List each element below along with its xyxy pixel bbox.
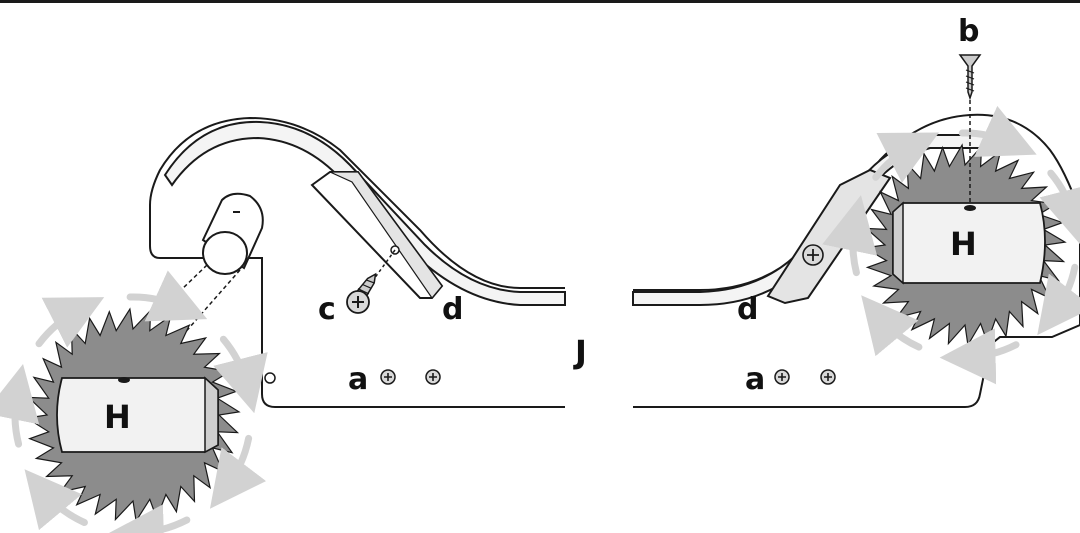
left-rotation-arrows — [0, 270, 268, 533]
rotation-arrow-icon — [958, 105, 1037, 157]
label-b: b — [958, 14, 979, 49]
label-c: c — [318, 292, 336, 327]
label-a-left: a — [348, 362, 368, 397]
left-strap — [163, 120, 566, 306]
left-hub-shade — [204, 376, 219, 454]
left-hub-hole — [118, 377, 130, 383]
right-hub-shade — [892, 201, 904, 285]
rotation-arrow-icon — [822, 195, 878, 277]
phillips-screw-head-icon — [802, 244, 824, 266]
rotation-arrow-icon — [861, 295, 923, 357]
right-hub-hole — [964, 205, 976, 211]
left-assembly-guide-2 — [181, 269, 241, 337]
label-d-left: d — [442, 292, 463, 327]
left-hub — [56, 377, 219, 453]
right-rotation-arrows — [822, 105, 1080, 385]
label-j: J — [573, 333, 587, 371]
rotation-arrow-icon — [939, 328, 1020, 385]
right-gear-assembly: H — [822, 105, 1080, 385]
left-gear-assembly: H — [0, 270, 268, 533]
left-cylinder-end — [202, 231, 248, 275]
label-h-left: H — [104, 398, 131, 436]
left-guide-plate-shade — [329, 171, 443, 299]
phillips-screw-head-icon — [820, 369, 836, 385]
rotation-arrow-icon — [24, 469, 88, 531]
phillips-screw-head-icon — [346, 290, 370, 314]
phillips-screw-head-icon — [425, 369, 441, 385]
label-d-right: d — [737, 292, 758, 327]
label-h-right: H — [950, 225, 977, 263]
rotation-arrow-icon — [126, 270, 208, 322]
left-screw-guide-line — [365, 249, 396, 291]
rotation-arrow-icon — [1039, 169, 1080, 245]
left-panel-hole — [264, 372, 276, 384]
rotation-arrow-icon — [35, 297, 105, 348]
label-a-right: a — [745, 362, 765, 397]
rotation-arrow-icon — [213, 335, 268, 414]
rotation-arrow-icon — [872, 132, 940, 183]
phillips-screw-head-icon — [774, 369, 790, 385]
rotation-arrow-icon — [209, 434, 267, 509]
rotation-arrow-icon — [107, 504, 191, 533]
left-assembly-guide-1 — [149, 264, 208, 321]
rotation-arrow-icon — [1037, 263, 1080, 336]
phillips-screw-head-icon — [380, 369, 396, 385]
screw-icon — [958, 54, 982, 101]
rotation-arrow-icon — [0, 363, 40, 448]
